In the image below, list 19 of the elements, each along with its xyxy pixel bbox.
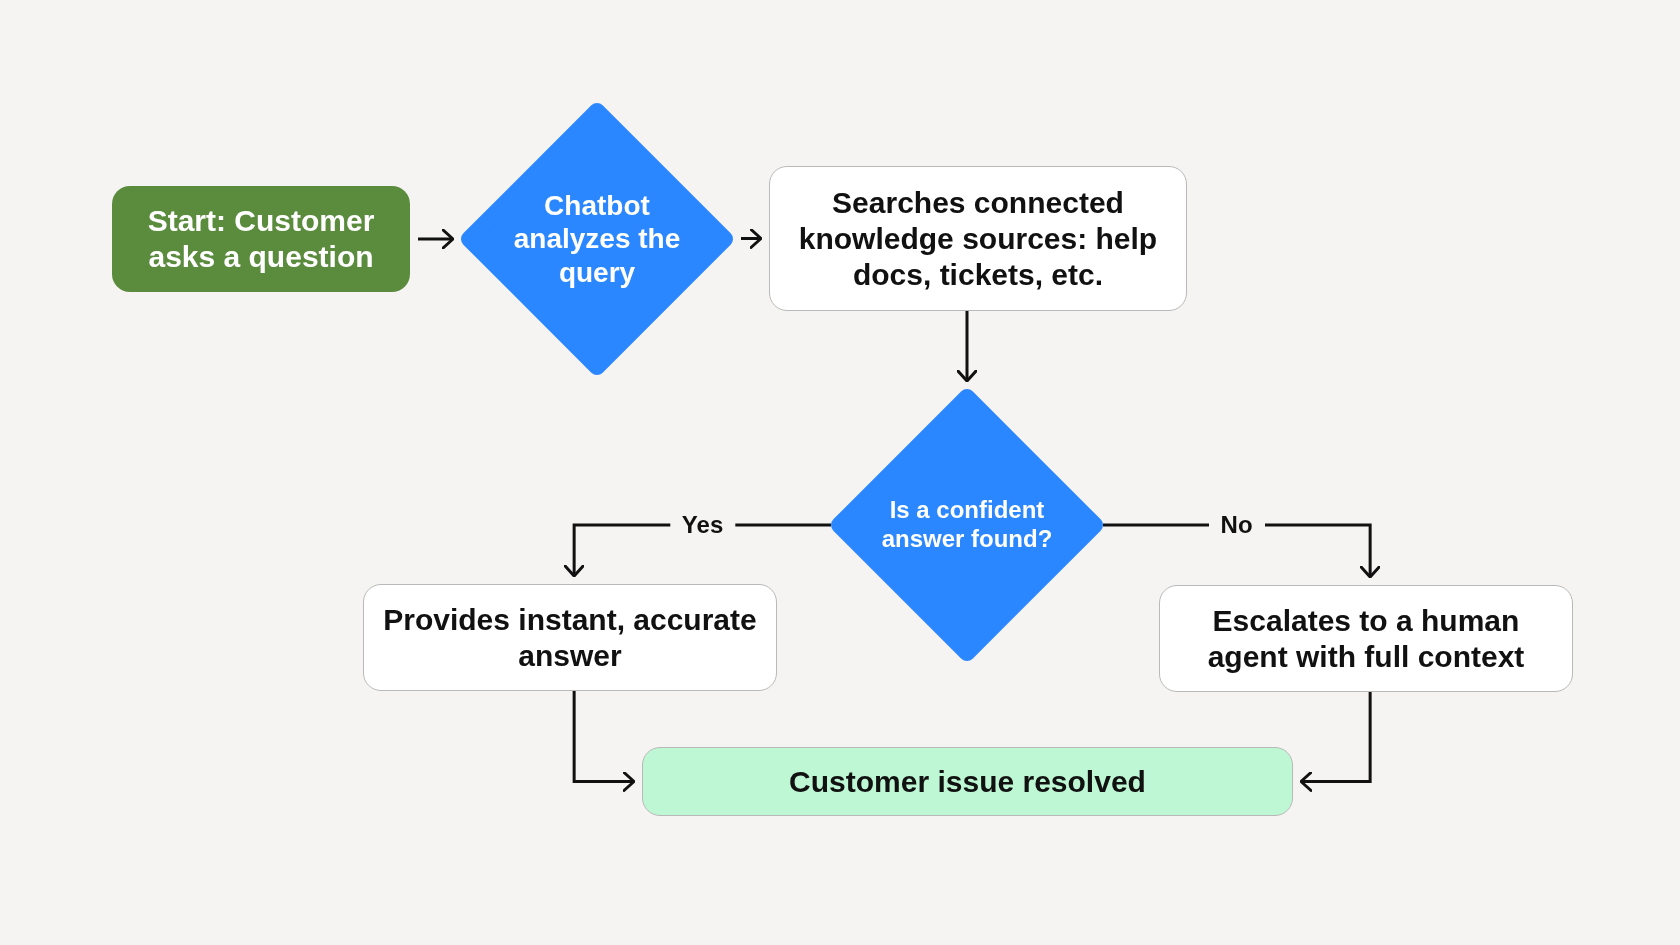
node-text: Start: Customer asks a question	[146, 203, 376, 275]
node-text: Is a confident answer found?	[880, 496, 1054, 554]
arrow	[418, 228, 455, 250]
node-text: Customer issue resolved	[788, 763, 1147, 800]
process-box	[363, 584, 777, 691]
process-box	[769, 166, 1187, 311]
decision-diamond	[461, 103, 733, 375]
process-box	[642, 747, 1293, 816]
node-text: Searches connected knowledge sources: help docs, tickets, etc.	[797, 184, 1159, 293]
node-text: Escalates to a human agent with full context	[1206, 602, 1526, 675]
node-text: Provides instant, accurate answer	[382, 601, 758, 674]
decision-diamond	[831, 389, 1103, 661]
arrow	[1299, 692, 1372, 792]
process-box	[112, 186, 410, 292]
process-box	[1159, 585, 1573, 692]
node-text: Chatbot analyzes the query	[512, 188, 682, 290]
arrow	[956, 311, 978, 383]
arrow	[572, 691, 636, 792]
arrow	[741, 228, 763, 249]
